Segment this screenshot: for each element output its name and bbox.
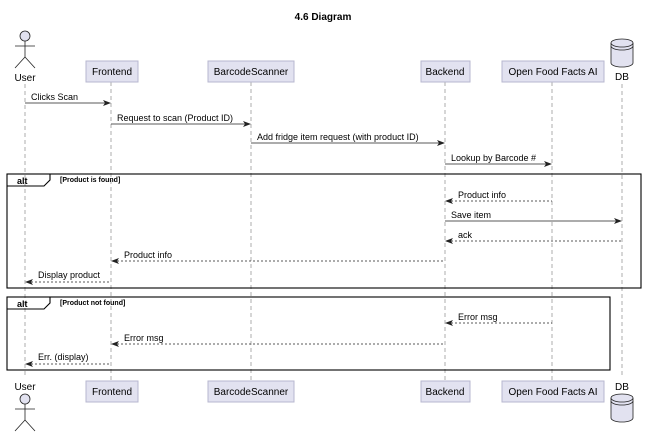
message-label: Error msg xyxy=(458,312,498,322)
message-error-msg-to-frontend: Error msg xyxy=(111,333,445,347)
participant-backend-bottom: Backend xyxy=(420,380,471,403)
message-label: Product info xyxy=(458,190,506,200)
arrow-head-icon xyxy=(445,238,453,244)
participant-openfoodfacts-bottom: Open Food Facts AI xyxy=(501,380,605,403)
participant-label: Open Food Facts AI xyxy=(509,67,598,78)
message-label: Lookup by Barcode # xyxy=(451,153,536,163)
message-label: Add fridge item request (with product ID… xyxy=(257,132,419,142)
message-label: Clicks Scan xyxy=(31,92,78,102)
message-label: Request to scan (Product ID) xyxy=(117,113,233,123)
arrow-head-icon xyxy=(103,100,111,106)
arrow-head-icon xyxy=(25,279,33,285)
participant-barcodescanner-bottom: BarcodeScanner xyxy=(207,380,295,403)
participant-openfoodfacts-top: Open Food Facts AI xyxy=(501,60,605,83)
message-product-info-from-off: Product info xyxy=(445,190,552,204)
participant-label: BarcodeScanner xyxy=(214,67,289,78)
message-request-to-scan: Request to scan (Product ID) xyxy=(111,113,251,127)
alt-frame-product-found: alt [Product is found] xyxy=(6,173,642,289)
message-error-msg-from-off: Error msg xyxy=(445,312,552,326)
participant-backend-top: Backend xyxy=(420,60,471,83)
arrow-head-icon xyxy=(445,198,453,204)
participant-label: User xyxy=(14,382,36,393)
participant-frontend-bottom: Frontend xyxy=(85,380,139,403)
arrow-head-icon xyxy=(111,258,119,264)
message-label: Save item xyxy=(451,210,491,220)
participant-label: DB xyxy=(615,382,629,393)
database-icon xyxy=(610,398,634,423)
participant-label: DB xyxy=(615,72,629,83)
message-clicks-scan: Clicks Scan xyxy=(25,92,111,106)
message-lookup-by-barcode: Lookup by Barcode # xyxy=(445,153,552,167)
actor-icon xyxy=(19,393,31,405)
participant-user-bottom: User xyxy=(14,382,36,432)
message-add-fridge-item: Add fridge item request (with product ID… xyxy=(251,132,445,146)
participant-label: Frontend xyxy=(92,67,132,78)
arrow-head-icon xyxy=(25,361,33,367)
message-label: Err. (display) xyxy=(38,352,89,362)
message-ack: ack xyxy=(445,230,622,244)
alt-frame-product-not-found: alt [Product not found] xyxy=(6,296,611,371)
alt-condition: [Product not found] xyxy=(60,300,125,307)
participant-frontend-top: Frontend xyxy=(85,60,139,83)
participant-label: User xyxy=(14,73,36,84)
message-label: ack xyxy=(458,230,473,240)
arrow-head-icon xyxy=(614,218,622,224)
participant-label: Open Food Facts AI xyxy=(509,387,598,398)
actor-icon xyxy=(19,30,31,42)
participant-label: Backend xyxy=(426,67,465,78)
participant-label: Backend xyxy=(426,387,465,398)
arrow-head-icon xyxy=(437,140,445,146)
arrow-head-icon xyxy=(544,161,552,167)
diagram-title: 4.6 Diagram xyxy=(295,12,352,23)
participant-label: BarcodeScanner xyxy=(214,387,289,398)
arrow-head-icon xyxy=(111,341,119,347)
participant-label: Frontend xyxy=(92,387,132,398)
participant-user-top: User xyxy=(14,30,36,84)
participant-db-top: DB xyxy=(610,38,634,83)
message-save-item: Save item xyxy=(445,210,622,224)
message-label: Error msg xyxy=(124,333,164,343)
database-icon xyxy=(610,43,634,68)
message-label: Display product xyxy=(38,270,101,280)
participant-barcodescanner-top: BarcodeScanner xyxy=(207,60,295,83)
alt-keyword: alt xyxy=(17,176,28,186)
message-err-display: Err. (display) xyxy=(25,352,111,367)
arrow-head-icon xyxy=(445,320,453,326)
message-label: Product info xyxy=(124,250,172,260)
arrow-head-icon xyxy=(243,121,251,127)
alt-condition: [Product is found] xyxy=(60,177,120,184)
alt-keyword: alt xyxy=(17,299,28,309)
participant-db-bottom: DB xyxy=(610,382,634,423)
message-product-info-to-frontend: Product info xyxy=(111,250,445,264)
message-display-product: Display product xyxy=(25,270,111,285)
